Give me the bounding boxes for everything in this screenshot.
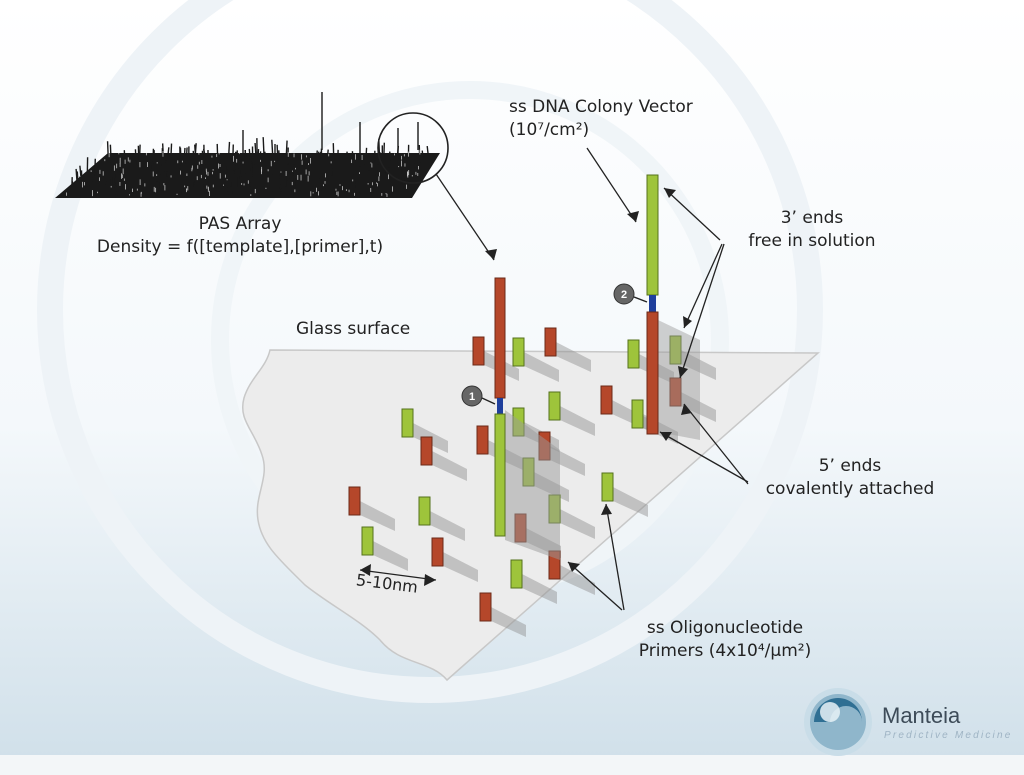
arrowheads — [360, 188, 692, 586]
primer-green-19 — [601, 472, 648, 517]
pas-array-title: PAS Array — [198, 214, 282, 234]
strand-2-linker — [649, 295, 656, 312]
primer-red-12 — [420, 436, 467, 481]
callout-lines — [359, 147, 749, 611]
primers-line1: ss Oligonucleotide — [646, 618, 804, 638]
primer-green-21 — [361, 526, 408, 571]
primer-red-3 — [544, 327, 591, 372]
primer-red-16 — [348, 486, 395, 531]
primer-green-17 — [418, 496, 465, 541]
primer-red-11 — [669, 377, 716, 422]
five-prime-line1: 5’ ends — [818, 456, 882, 476]
five-prime-ends-label: 5’ ends covalently attached — [745, 455, 955, 501]
three-prime-line1: 3’ ends — [780, 208, 844, 228]
manteia-logo-tagline: Predictive Medicine — [884, 730, 1013, 741]
pas-array-label: PAS Array Density = f([template],[primer… — [40, 213, 440, 259]
colony-vector-label: ss DNA Colony Vector (10⁷/cm²) — [509, 96, 693, 142]
three-prime-ends-label: 3’ ends free in solution — [722, 207, 902, 253]
colony-vector-density: (10⁷/cm²) — [509, 120, 590, 140]
svg-text:2: 2 — [621, 289, 627, 301]
primers-line2: Primers (4x10⁴/µm²) — [638, 641, 812, 661]
primer-red-25 — [479, 592, 526, 637]
glass-surface-label: Glass surface — [296, 319, 411, 339]
colony-strand-1 — [494, 277, 560, 560]
primer-green-2 — [512, 337, 559, 382]
strand-1-green-segment — [494, 413, 506, 537]
badge-2: 2 — [613, 283, 635, 305]
primers-label: ss Oligonucleotide Primers (4x10⁴/µm²) — [600, 617, 850, 663]
pas-array-landscape — [55, 92, 440, 198]
primer-green-7 — [548, 391, 595, 436]
manteia-logo-icon — [804, 688, 872, 756]
manteia-logo-name: Manteia — [882, 703, 961, 728]
svg-text:1: 1 — [469, 391, 475, 403]
pas-array-density: Density = f([template],[primer],t) — [96, 237, 384, 257]
primer-red-22 — [431, 537, 478, 582]
colony-vector-title: ss DNA Colony Vector — [509, 97, 693, 117]
strand-1-red-segment — [494, 277, 506, 399]
five-prime-line2: covalently attached — [765, 479, 935, 499]
strand-2-green-segment — [646, 174, 659, 296]
badge-1: 1 — [461, 385, 483, 407]
primer-green-23 — [510, 559, 557, 604]
primer-green-5 — [669, 335, 716, 380]
magnifier-circle — [377, 112, 449, 184]
strand-1-linker — [497, 398, 503, 414]
strand-2-red-segment — [646, 311, 659, 435]
three-prime-line2: free in solution — [748, 231, 876, 251]
